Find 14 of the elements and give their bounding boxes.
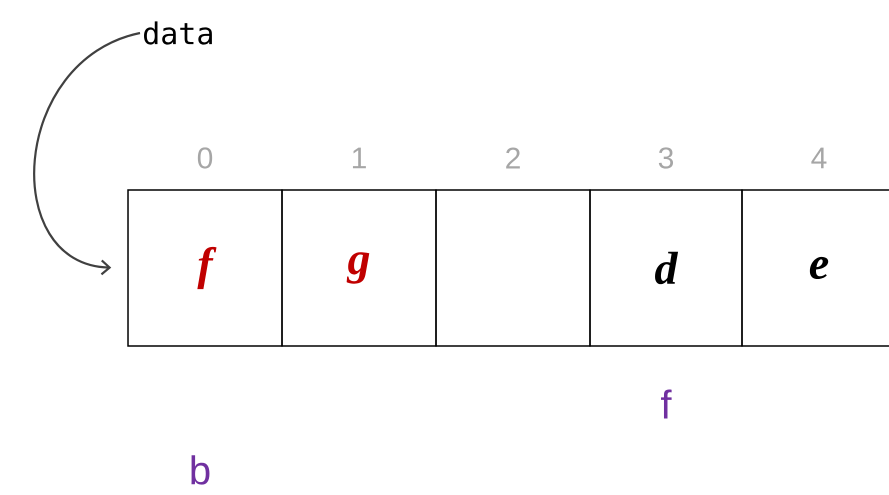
array-cell: e [741, 189, 889, 347]
index-label: 0 [198, 147, 212, 169]
index-label: 1 [352, 148, 366, 168]
array-cell: g [281, 189, 437, 347]
index-label: 3 [658, 147, 674, 169]
array-cell [435, 189, 591, 347]
variable-name: data [144, 21, 212, 45]
index-label: 2 [506, 148, 520, 168]
array-cell: f [127, 189, 283, 347]
pointer-label: f [661, 390, 672, 418]
index-label: 4 [811, 148, 826, 168]
pointer-label: b [191, 455, 210, 485]
arrow [34, 32, 140, 276]
array-cell: d [589, 189, 743, 347]
